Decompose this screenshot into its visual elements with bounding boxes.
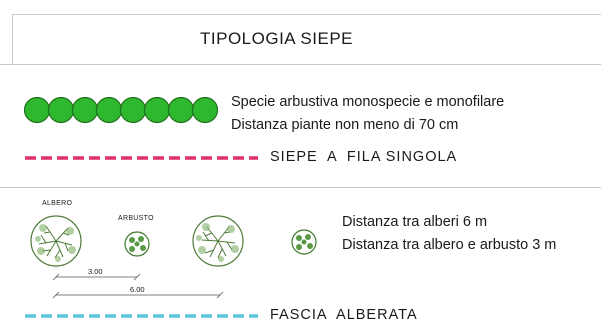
title-divider <box>0 64 601 65</box>
shrub-circle <box>143 96 171 124</box>
tree-symbol-1 <box>30 215 82 267</box>
shrub-circle <box>23 96 51 124</box>
shrub-label: ARBUSTO <box>118 215 154 222</box>
tree-symbol-2 <box>192 215 244 267</box>
shrub-row <box>23 96 219 124</box>
single-row-hedge-label: SIEPE A FILA SINGOLA <box>270 149 458 165</box>
dimension-label-6m: 6.00 <box>130 285 145 294</box>
shrub-circle <box>95 96 123 124</box>
shrub-circle <box>167 96 195 124</box>
tree-belt-description-line-2: Distanza tra albero e arbusto 3 m <box>342 237 557 253</box>
hedge-description-line-1: Specie arbustiva monospecie e monofilare <box>231 94 505 110</box>
section-divider <box>0 187 601 188</box>
frame-top-line <box>12 14 601 15</box>
shrub-circle <box>119 96 147 124</box>
frame-left-line <box>12 14 13 64</box>
tree-label: ALBERO <box>42 200 73 207</box>
tree-belt-label: FASCIA ALBERATA <box>270 307 418 323</box>
shrub-circle <box>71 96 99 124</box>
shrub-circle <box>47 96 75 124</box>
hedge-description-line-2: Distanza piante non meno di 70 cm <box>231 117 459 133</box>
dimension-6m <box>52 291 224 299</box>
shrub-circle <box>191 96 219 124</box>
legend-title: TIPOLOGIA SIEPE <box>200 29 353 48</box>
dimension-3m <box>52 273 141 281</box>
shrub-symbol-1 <box>124 231 150 257</box>
dimension-label-3m: 3.00 <box>88 267 103 276</box>
shrub-symbol-2 <box>291 229 317 255</box>
tree-belt-description-line-1: Distanza tra alberi 6 m <box>342 214 488 230</box>
